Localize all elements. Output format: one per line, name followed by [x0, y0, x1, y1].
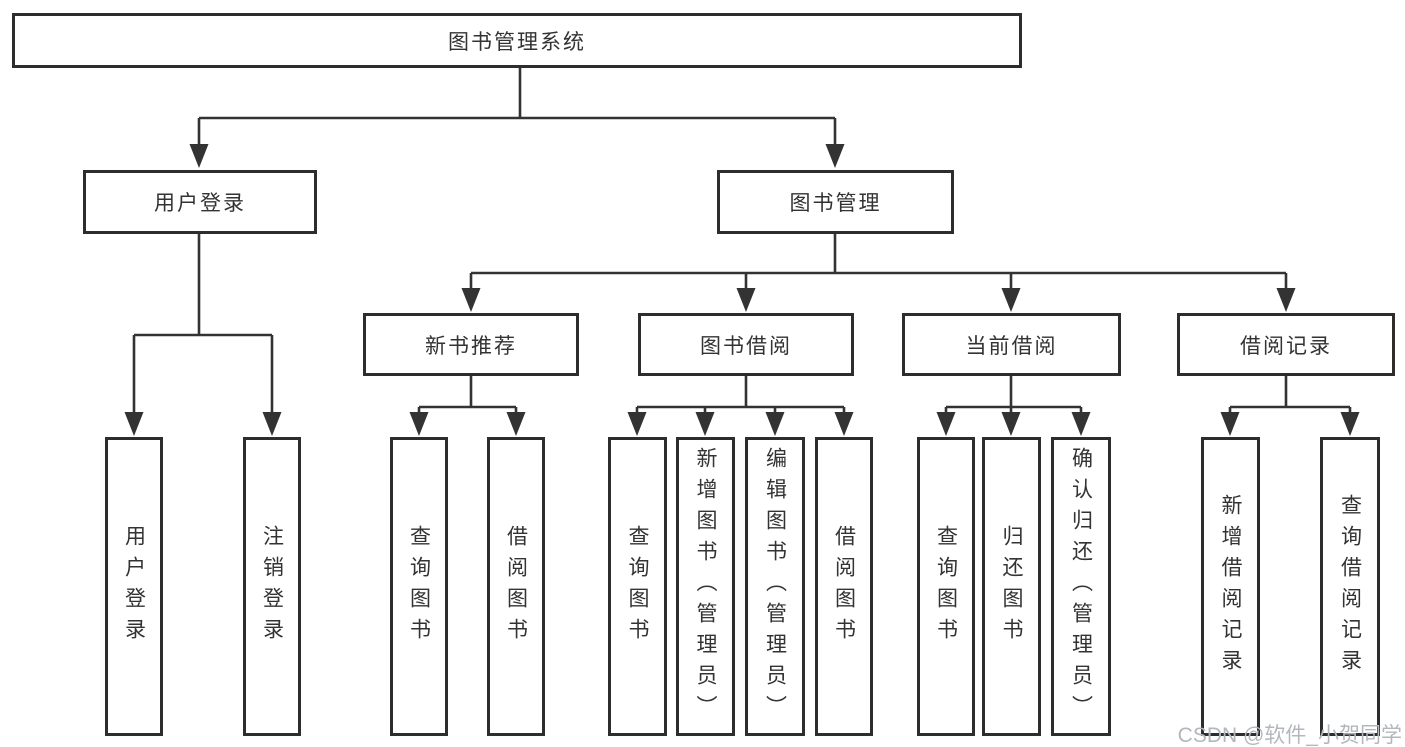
- connector-book-borrowing: [635, 376, 846, 414]
- leaf-current-query-books-label: 查询图书: [934, 524, 958, 649]
- arrowheads: [124, 144, 1360, 436]
- node-borrowing-records-label: 借阅记录: [1240, 334, 1332, 358]
- node-borrowing-records: 借阅记录: [1177, 313, 1395, 376]
- leaf-logout-login: 注销登录: [243, 437, 301, 736]
- arrowhead-icon: [461, 288, 481, 312]
- connector-book-management: [469, 234, 1288, 290]
- connector-current-borrowing: [944, 376, 1083, 414]
- node-book-management-label: 图书管理: [789, 192, 882, 215]
- connector-new-book-recommendation: [417, 376, 518, 414]
- leaf-newbooks-borrow-books-label: 借阅图书: [504, 524, 528, 649]
- arrowhead-icon: [506, 412, 526, 436]
- leaf-records-add-record: 新增借阅记录: [1201, 437, 1260, 736]
- leaf-borrowing-query-books-label: 查询图书: [626, 524, 649, 649]
- leaf-newbooks-query-books: 查询图书: [390, 437, 448, 736]
- connector-root: [197, 68, 837, 146]
- leaf-borrowing-borrow-books: 借阅图书: [815, 437, 873, 736]
- leaf-current-confirm-return-admin-label: 确认归还（管理员）: [1069, 447, 1093, 726]
- leaf-user-login-label: 用户登录: [122, 524, 146, 649]
- arrowhead-icon: [1071, 412, 1091, 436]
- leaf-borrowing-add-books-admin-label: 新增图书（管理员）: [694, 447, 717, 726]
- connector-borrowing-records: [1228, 376, 1352, 414]
- leaf-records-query-record: 查询借阅记录: [1320, 437, 1380, 736]
- node-current-borrowing-label: 当前借阅: [965, 334, 1058, 358]
- node-root-label: 图书管理系统: [448, 30, 586, 54]
- arrowhead-icon: [1001, 412, 1021, 436]
- node-root: 图书管理系统: [12, 13, 1022, 68]
- node-book-borrowing: 图书借阅: [638, 313, 854, 376]
- arrowhead-icon: [124, 412, 144, 436]
- leaf-newbooks-borrow-books: 借阅图书: [487, 437, 545, 736]
- arrowhead-icon: [1340, 412, 1360, 436]
- leaf-borrowing-query-books: 查询图书: [608, 437, 667, 736]
- leaf-current-query-books: 查询图书: [917, 437, 975, 736]
- node-new-book-recommendation-label: 新书推荐: [425, 334, 517, 358]
- node-current-borrowing: 当前借阅: [902, 313, 1121, 376]
- leaf-newbooks-query-books-label: 查询图书: [407, 524, 431, 649]
- arrowhead-icon: [765, 412, 785, 436]
- arrowhead-icon: [409, 412, 429, 436]
- arrowhead-icon: [1276, 288, 1296, 312]
- csdn-watermark: CSDN @软件_小贺同学: [1177, 724, 1402, 747]
- node-book-borrowing-label: 图书借阅: [700, 334, 792, 358]
- leaf-current-confirm-return-admin: 确认归还（管理员）: [1051, 437, 1111, 736]
- node-book-management: 图书管理: [717, 170, 954, 234]
- leaf-logout-login-label: 注销登录: [260, 524, 284, 649]
- arrowhead-icon: [695, 412, 715, 436]
- connector-user-login: [132, 234, 274, 414]
- leaf-current-return-books: 归还图书: [982, 437, 1041, 736]
- node-new-book-recommendation: 新书推荐: [363, 313, 579, 376]
- leaf-current-return-books-label: 归还图书: [1000, 524, 1023, 649]
- arrowhead-icon: [736, 288, 756, 312]
- arrowhead-icon: [627, 412, 647, 436]
- leaf-borrowing-edit-books-admin-label: 编辑图书（管理员）: [763, 447, 787, 726]
- arrowhead-icon: [1001, 288, 1021, 312]
- leaf-borrowing-add-books-admin: 新增图书（管理员）: [676, 437, 735, 736]
- node-user-login-label: 用户登录: [154, 192, 246, 215]
- leaf-user-login: 用户登录: [105, 437, 163, 736]
- arrowhead-icon: [262, 412, 282, 436]
- leaf-records-query-record-label: 查询借阅记录: [1338, 493, 1362, 680]
- arrowhead-icon: [189, 144, 209, 168]
- arrowhead-icon: [1220, 412, 1240, 436]
- leaf-borrowing-borrow-books-label: 借阅图书: [832, 524, 856, 649]
- arrowhead-icon: [936, 412, 956, 436]
- node-user-login: 用户登录: [83, 170, 317, 234]
- arrowhead-icon: [834, 412, 854, 436]
- leaf-records-add-record-label: 新增借阅记录: [1219, 493, 1242, 680]
- leaf-borrowing-edit-books-admin: 编辑图书（管理员）: [745, 437, 805, 736]
- arrowhead-icon: [825, 144, 845, 168]
